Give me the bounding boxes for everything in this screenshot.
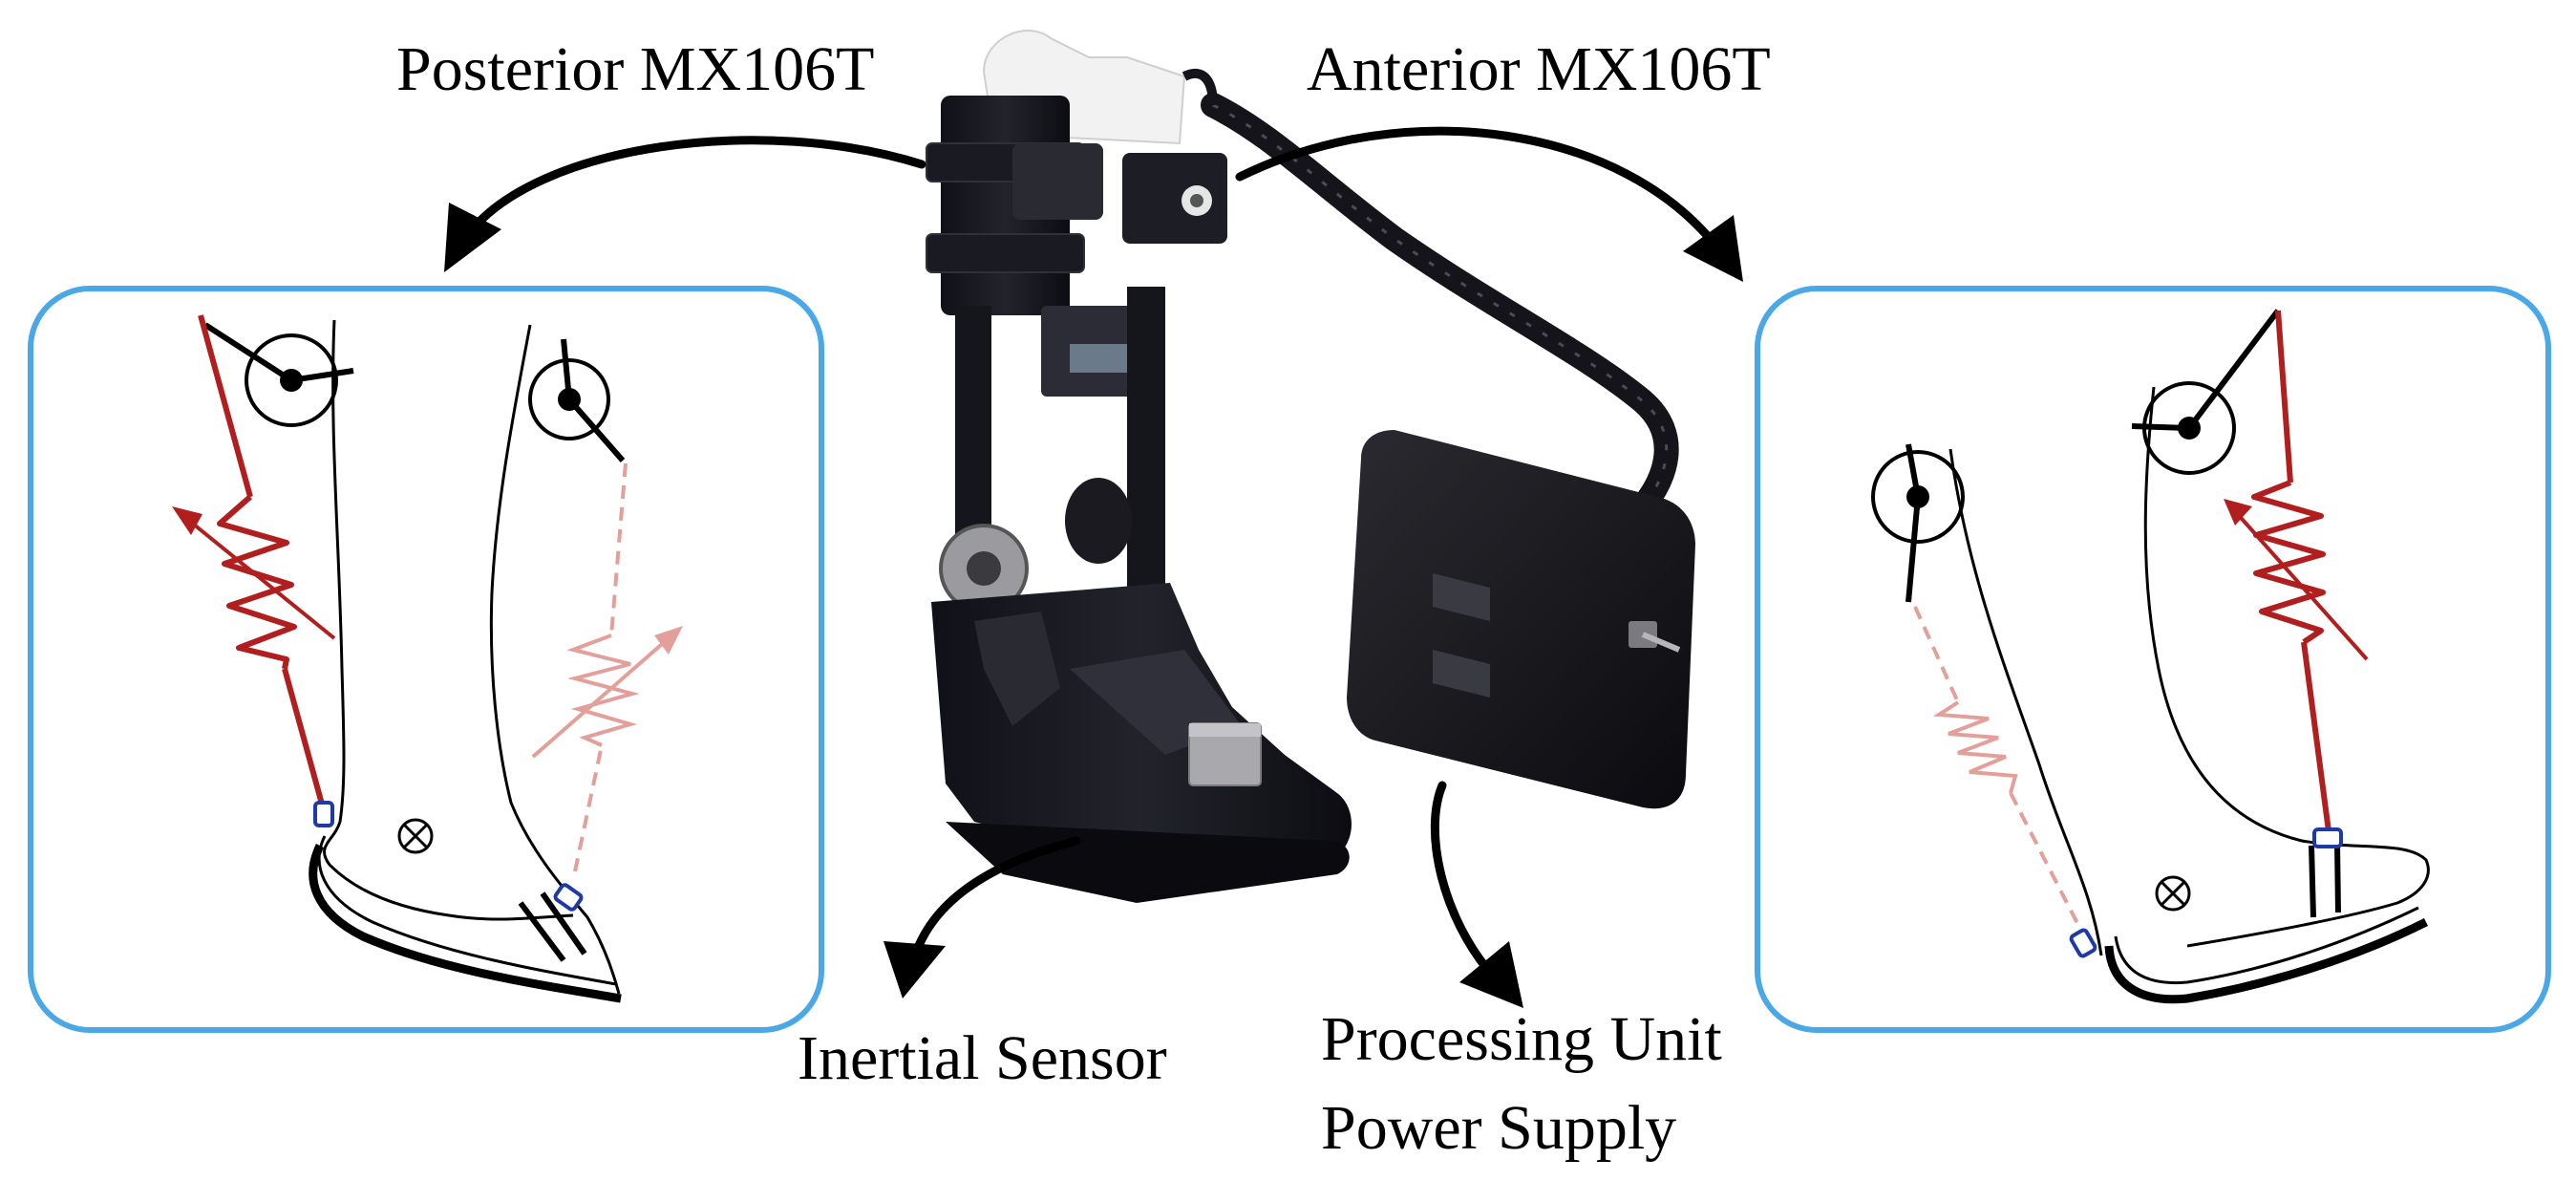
- anterior-passive-spring-zigzag: [1932, 700, 2018, 794]
- anterior-active-spring-arrowhead: [2224, 499, 2252, 526]
- anterior-active-spring: [2251, 310, 2331, 832]
- device-motor-posterior: [1012, 143, 1103, 220]
- posterior-panel-border: [28, 286, 824, 1033]
- inertial-sensor-arrowhead: [884, 941, 946, 998]
- device-shin-upright-right: [1127, 287, 1165, 612]
- posterior-active-spring-arrow: [181, 514, 336, 640]
- processing-unit-label: Processing Unit: [1321, 1004, 1722, 1074]
- posterior-motor-label: Posterior MX106T: [396, 34, 875, 104]
- processing-unit-case: [1347, 430, 1695, 809]
- anterior-knee-joint-front: [1871, 443, 1965, 603]
- posterior-panel: [28, 286, 824, 1033]
- posterior-arrowhead: [444, 203, 501, 272]
- anterior-arrow: [1235, 126, 1724, 255]
- exoskeleton-device: [926, 30, 1695, 903]
- anterior-passive-spring: [1913, 606, 2086, 937]
- device-calf-pad: [1065, 478, 1132, 564]
- device-boot-sole: [946, 822, 1350, 903]
- anterior-foot-strap: [2309, 842, 2341, 918]
- callout-arrows: [461, 126, 1724, 979]
- anterior-ankle-marker: [2155, 875, 2191, 912]
- processing-unit-arrow: [1430, 781, 1497, 979]
- posterior-foot-sole: [309, 844, 622, 1003]
- posterior-passive-spring-arrowhead: [654, 626, 683, 655]
- posterior-foot-strap: [518, 891, 587, 962]
- anterior-foot-sole: [2104, 917, 2429, 1004]
- posterior-passive-spring-arrow: [531, 636, 671, 759]
- processing-unit-arrowhead: [1459, 941, 1523, 1008]
- posterior-heel-attachment: [313, 801, 334, 827]
- posterior-knee-joint-back: [203, 322, 354, 427]
- anterior-motor-label: Anterior MX106T: [1307, 34, 1771, 104]
- anterior-toe-attachment: [2312, 827, 2343, 848]
- inertial-sensor-arrow: [910, 836, 1081, 960]
- anterior-active-spring-arrow: [2233, 509, 2369, 661]
- anterior-panel: [1755, 286, 2551, 1033]
- posterior-leg-outline: [323, 319, 621, 995]
- posterior-foot-sole-inner: [317, 835, 617, 986]
- device-motor-anterior: [1122, 153, 1227, 244]
- inertial-sensor-label: Inertial Sensor: [798, 1023, 1167, 1093]
- posterior-active-spring-arrowhead: [172, 506, 202, 535]
- power-supply-label: Power Supply: [1321, 1093, 1677, 1163]
- posterior-ankle-marker: [397, 818, 434, 854]
- anterior-foot-sole-inner: [2114, 906, 2419, 985]
- callout-arrowheads: [444, 203, 1743, 1008]
- device-thigh-strap-2: [926, 233, 1085, 273]
- anterior-knee-joint-back: [2131, 309, 2281, 475]
- anterior-leg-outline: [1948, 386, 2430, 956]
- posterior-knee-joint-front: [528, 338, 626, 462]
- anterior-heel-attachment: [2069, 928, 2097, 958]
- posterior-passive-spring: [573, 462, 628, 872]
- posterior-passive-spring-zigzag: [566, 633, 640, 747]
- anterior-arrowhead: [1683, 215, 1743, 282]
- posterior-arrow: [461, 136, 926, 242]
- posterior-toe-attachment: [553, 883, 584, 912]
- posterior-active-spring: [198, 314, 326, 808]
